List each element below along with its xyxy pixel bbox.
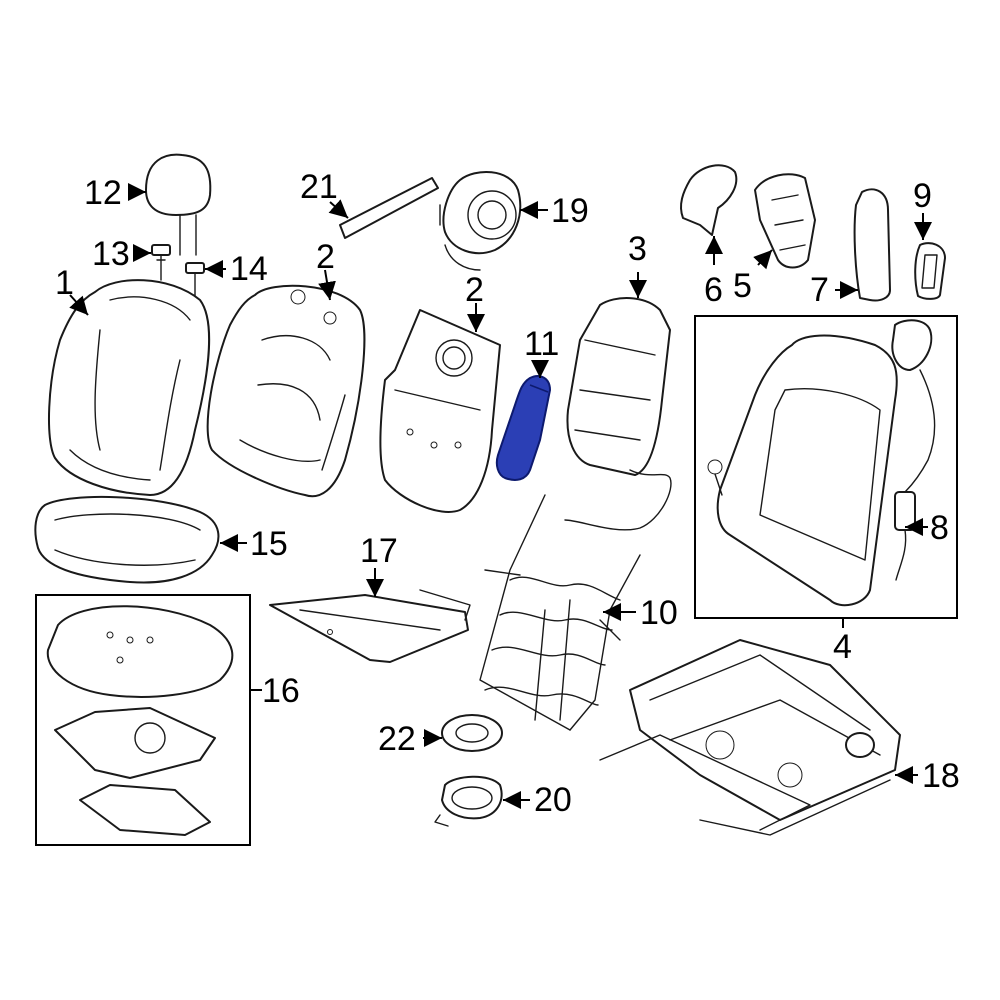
headrest[interactable] (145, 153, 212, 256)
callout-2-center: 2 (465, 271, 484, 309)
callout-22: 22 (378, 720, 416, 758)
callout-12: 12 (84, 174, 122, 212)
callout-14: 14 (230, 250, 268, 288)
callout-6: 6 (704, 271, 723, 309)
callout-19: 19 (551, 192, 589, 230)
callout-17: 17 (360, 532, 398, 570)
callout-18: 18 (922, 757, 960, 795)
bezel[interactable] (914, 242, 946, 300)
side-bolster-highlighted[interactable] (495, 375, 552, 481)
callout-3: 3 (628, 230, 647, 268)
seat-track-base[interactable] (599, 639, 901, 836)
headrest-trim-left[interactable] (680, 164, 738, 236)
callout-1: 1 (55, 264, 74, 302)
cushion-group-box (35, 594, 251, 846)
side-trim[interactable] (754, 173, 816, 269)
side-panel[interactable] (853, 188, 891, 302)
leader-lines (69, 183, 932, 809)
callout-labels: 1 2 2 3 4 5 6 7 8 9 10 11 12 13 14 15 16… (55, 168, 960, 819)
callout-16: 16 (262, 672, 300, 710)
callout-2-left: 2 (316, 238, 335, 276)
seat-back-cushion-pad[interactable] (564, 297, 672, 531)
speaker-insulator[interactable] (441, 714, 503, 752)
callout-10: 10 (640, 594, 678, 632)
callout-9: 9 (913, 177, 932, 215)
callout-4: 4 (833, 628, 852, 666)
seat-back-cover[interactable] (47, 279, 211, 496)
seat-cushion-pan[interactable] (269, 589, 471, 663)
callout-15: 15 (250, 525, 288, 563)
callout-7: 7 (810, 271, 829, 309)
spring-mat[interactable] (479, 494, 641, 731)
headrest-guide-14[interactable] (185, 262, 205, 297)
seat-cushion-cover[interactable] (34, 495, 220, 584)
seat-back-panel[interactable] (379, 309, 501, 513)
speaker-upper[interactable] (439, 170, 522, 271)
trim-strip[interactable] (339, 177, 439, 239)
callout-5: 5 (733, 267, 752, 305)
callout-20: 20 (534, 781, 572, 819)
callout-21: 21 (300, 168, 338, 206)
headrest-guide-13[interactable] (151, 244, 171, 281)
speaker-lower[interactable] (434, 775, 503, 827)
highlight-shape (495, 375, 552, 481)
callout-13: 13 (92, 235, 130, 273)
seat-back-frame[interactable] (707, 334, 898, 607)
frame-group-box (694, 315, 958, 619)
callout-11: 11 (524, 325, 559, 363)
cushion-assembly[interactable] (46, 605, 234, 836)
cable-assembly[interactable] (891, 319, 936, 581)
seat-back-pad[interactable] (206, 284, 366, 498)
callout-8: 8 (930, 509, 949, 547)
